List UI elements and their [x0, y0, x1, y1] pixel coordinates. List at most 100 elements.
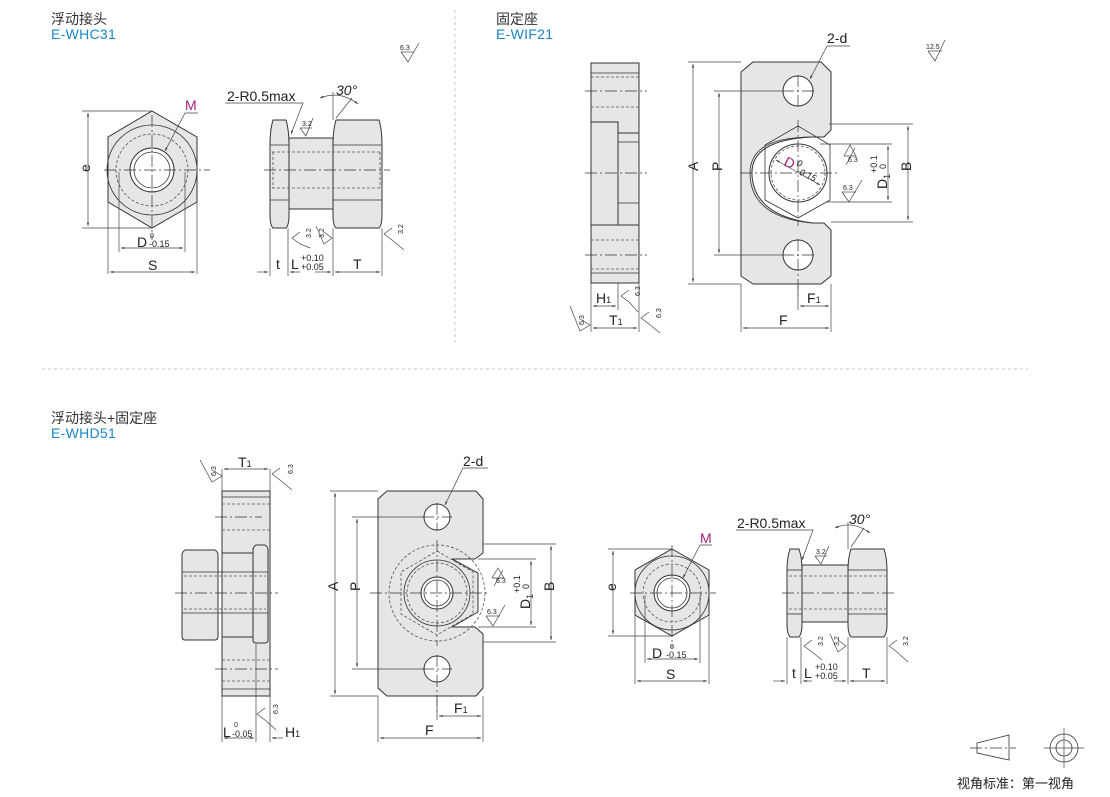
roughness-value: 6.3: [635, 286, 642, 296]
roughness-value: 6.3: [288, 464, 295, 474]
dim-f1: F1: [807, 290, 821, 306]
holes-label: 2-d: [827, 30, 847, 46]
roughness-value: 6.3: [579, 315, 586, 325]
roughness-symbol: 3.2: [803, 636, 825, 661]
section-title: 浮动接头+固定座: [51, 410, 158, 426]
dim-d-combo: D: [652, 645, 662, 661]
roughness-symbol: 12.5: [926, 39, 946, 62]
part-code: E-WHD51: [51, 425, 117, 441]
tol-l-upper: +0.10: [301, 253, 324, 263]
roughness-value: 3.2: [302, 121, 312, 128]
roughness-value: 6.3: [848, 157, 858, 164]
dim-s: S: [148, 257, 157, 273]
hex-nut-front-view: [82, 110, 210, 274]
dim-l-combo: L: [223, 724, 231, 740]
roughness-symbol: 6.3: [640, 308, 663, 334]
dim-l: L: [291, 256, 299, 272]
roughness-value: 6.3: [211, 466, 218, 476]
tol-d-lower: -0.15: [149, 239, 170, 249]
roughness-value: 6.3: [273, 704, 280, 714]
dim-p-combo: P: [347, 582, 363, 591]
roughness-value: 3.2: [834, 636, 841, 646]
roughness-symbol: 6.3: [491, 567, 506, 587]
roughness-symbol: 6.3: [256, 704, 280, 731]
roughness-value: 3.2: [903, 636, 910, 646]
tol-l-combo-side-lower: +0.05: [815, 671, 838, 681]
tol-d-upper: 0: [150, 233, 154, 240]
fixed-seat-side-view: [585, 62, 647, 332]
roughness-value: 3.2: [398, 224, 405, 234]
tol-d-bore-upper: 0: [795, 158, 804, 169]
svg-text:0: 0: [878, 164, 888, 169]
roughness-value: 3.2: [818, 636, 825, 646]
roughness-symbol: 3.2: [291, 228, 313, 249]
roughness-symbol: 6.3: [485, 604, 506, 627]
angle-label: 30°: [336, 82, 358, 98]
tol-l-lower: +0.05: [301, 262, 324, 272]
roughness-symbol: 6.3: [569, 305, 591, 332]
dim-p: P: [709, 162, 725, 171]
dim-b: B: [898, 162, 914, 171]
dim-d: D: [137, 234, 147, 250]
dim-f-combo: F: [425, 722, 434, 738]
radius-note: 2-R0.5max: [227, 88, 295, 104]
radius-note-combo: 2-R0.5max: [737, 515, 805, 531]
roughness-value: 6.3: [487, 609, 497, 616]
roughness-symbol: 6.3: [271, 464, 295, 491]
roughness-symbol: 6.3: [620, 286, 642, 313]
angle-label-combo: 30°: [849, 511, 871, 527]
roughness-symbol: 6.3: [199, 459, 223, 483]
combo-front-view: [330, 467, 556, 742]
combo-hex-side-view: [736, 522, 895, 684]
svg-text:0: 0: [521, 584, 531, 589]
section-title: 浮动接头: [51, 11, 107, 27]
roughness-value: 6.3: [843, 185, 853, 192]
projection-standard-label: 视角标准：第一视角: [957, 776, 1075, 791]
roughness-symbol: 3.2: [814, 545, 830, 565]
roughness-symbol: 6.3: [841, 179, 863, 203]
combo-hex-front-view: [608, 544, 716, 684]
dim-a: A: [685, 161, 701, 171]
dim-d1-combo: D1 +0.1 0: [512, 575, 535, 609]
roughness-value: 3.2: [319, 228, 326, 238]
dim-t1: T1: [609, 312, 623, 328]
dim-e-combo: e: [603, 583, 619, 591]
section-header-fixed-seat: 固定座 E-WIF21: [496, 12, 553, 42]
svg-text:D1: D1: [517, 594, 535, 609]
dim-t-upper: T: [353, 256, 362, 272]
svg-text:+0.1: +0.1: [869, 155, 879, 173]
hex-nut-side-view: [225, 92, 390, 276]
roughness-value: 3.2: [816, 549, 826, 556]
section-header-floating-joint: 浮动接头 E-WHC31: [51, 12, 116, 42]
roughness-symbol: 3.2: [299, 117, 314, 137]
roughness-symbol: 6.3: [400, 42, 420, 63]
tol-l-combo-upper: 0: [234, 722, 238, 729]
dim-s-combo: S: [666, 666, 675, 682]
part-code: E-WIF21: [496, 26, 554, 42]
tol-l-combo-lower: -0.05: [232, 729, 253, 739]
roughness-value: 12.5: [926, 44, 940, 51]
dim-b-combo: B: [541, 582, 557, 591]
roughness-value: 6.3: [400, 45, 410, 52]
fixed-seat-front-view: [688, 45, 913, 332]
dim-t: t: [276, 256, 280, 272]
part-code: E-WHC31: [51, 26, 117, 42]
roughness-value: 6.3: [656, 308, 663, 318]
roughness-value: 6.3: [496, 578, 506, 585]
section-title: 固定座: [496, 11, 538, 27]
roughness-symbol: 3.2: [888, 636, 910, 663]
dim-h1-combo: H1: [285, 724, 300, 740]
dim-f1-combo: F1: [454, 700, 468, 716]
roughness-symbol: 3.2: [829, 633, 847, 653]
dim-a-combo: A: [325, 581, 341, 591]
dim-t1-combo: T1: [238, 454, 252, 470]
holes-label-combo: 2-d: [463, 453, 483, 469]
tol-l-combo-side-upper: +0.10: [815, 662, 838, 672]
thread-label-m: M: [185, 97, 197, 113]
dim-t-combo: t: [792, 665, 796, 681]
tol-d-combo-upper: 0: [670, 644, 674, 651]
dim-f: F: [779, 312, 788, 328]
dim-h1: H1: [596, 290, 611, 306]
roughness-symbol: 6.3: [843, 144, 858, 166]
